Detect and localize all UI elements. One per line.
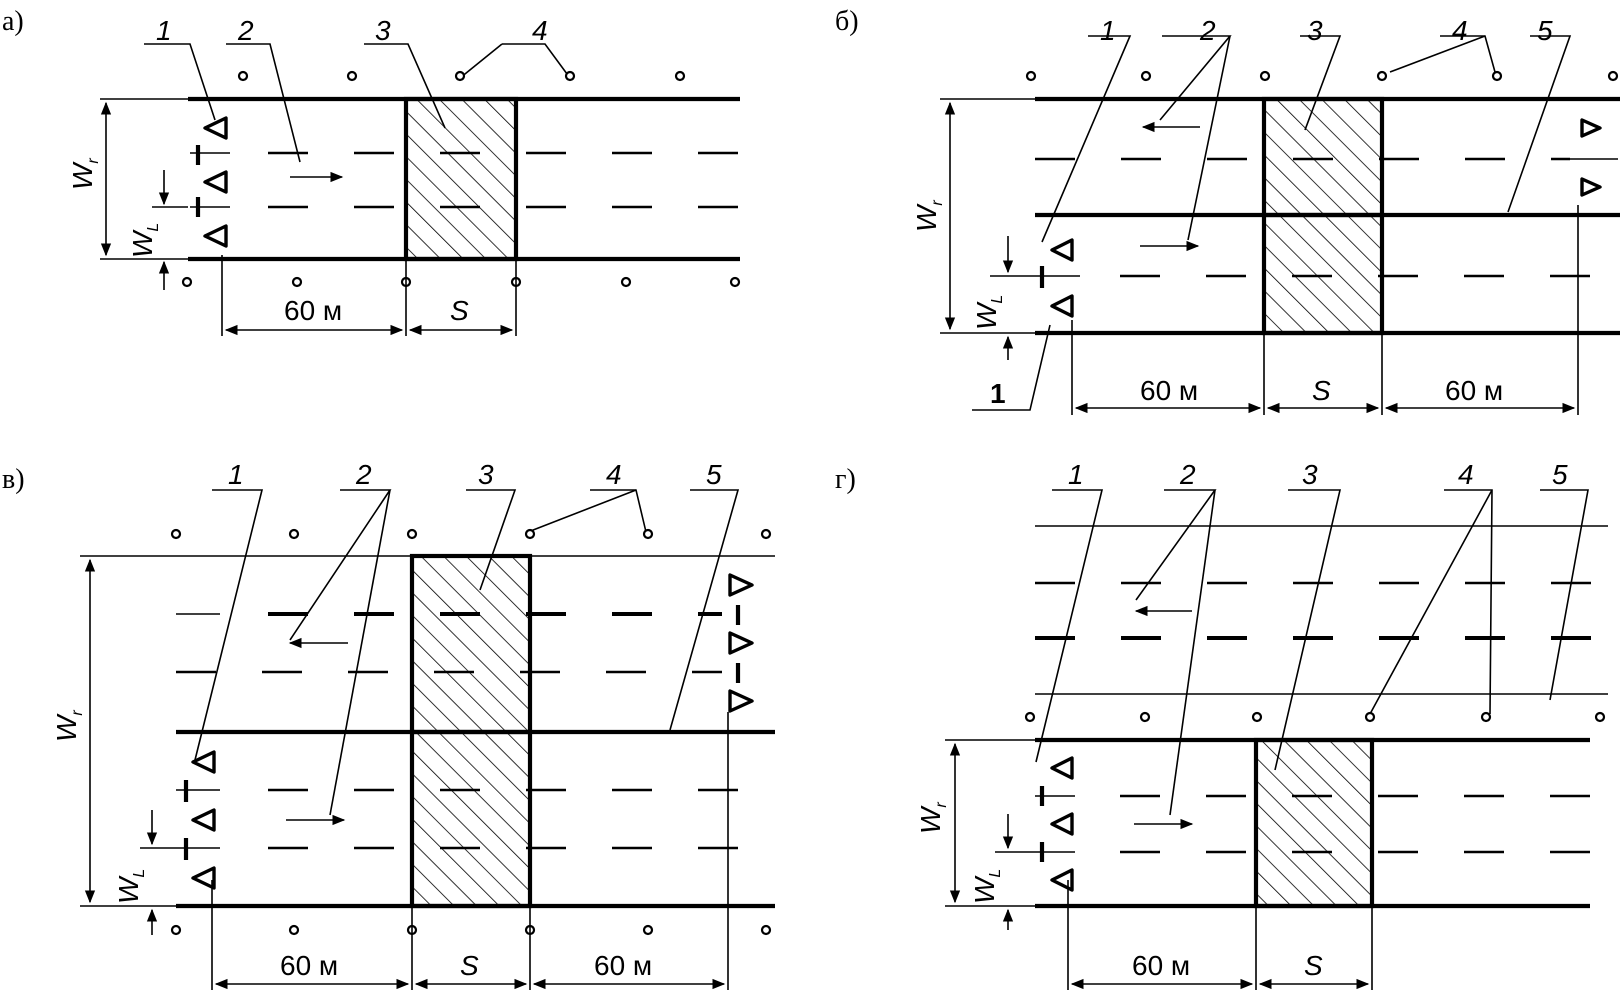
dimension-s: S bbox=[1312, 375, 1331, 406]
delineator-posts bbox=[170, 528, 772, 936]
callout-leaders bbox=[194, 489, 740, 816]
callout-1: 1 bbox=[1068, 459, 1084, 490]
dimension-60m-left: 60 м bbox=[280, 950, 338, 981]
panel-b-label: б) bbox=[835, 6, 859, 37]
callout-1-bottom: 1 bbox=[990, 378, 1006, 409]
callout-3: 3 bbox=[1307, 15, 1323, 46]
dimension-60m: 60 м bbox=[284, 295, 342, 326]
delineator-posts bbox=[1025, 70, 1619, 82]
dimension-wr: Wr bbox=[51, 710, 86, 742]
panel-a-label: а) bbox=[2, 6, 24, 37]
dimension-lines bbox=[940, 98, 1579, 415]
callout-2: 2 bbox=[1199, 15, 1216, 46]
dimension-60m: 60 м bbox=[1132, 950, 1190, 981]
callout-4: 4 bbox=[606, 459, 622, 490]
dimension-lines bbox=[100, 98, 517, 336]
dimension-lines bbox=[80, 555, 729, 990]
callout-5: 5 bbox=[706, 459, 722, 490]
callout-3: 3 bbox=[1302, 459, 1318, 490]
callout-2: 2 bbox=[1179, 459, 1196, 490]
dimension-60m-right: 60 м bbox=[1445, 375, 1503, 406]
cones bbox=[1039, 756, 1074, 892]
callout-2: 2 bbox=[355, 459, 372, 490]
callout-2: 2 bbox=[237, 15, 254, 46]
panel-c: в) 1 2 3 4 5 bbox=[2, 459, 775, 990]
callout-1: 1 bbox=[1100, 15, 1116, 46]
callout-5: 5 bbox=[1537, 15, 1553, 46]
panel-a: а) 1 2 3 4 bbox=[2, 6, 741, 336]
callout-3: 3 bbox=[478, 459, 494, 490]
dimension-wl: WL bbox=[969, 869, 1004, 904]
dimension-wl: WL bbox=[127, 223, 162, 258]
dimension-wr: Wr bbox=[911, 200, 946, 232]
callout-5: 5 bbox=[1552, 459, 1568, 490]
panel-d: г) 1 2 3 4 5 bbox=[835, 459, 1608, 990]
delineator-posts bbox=[1024, 711, 1606, 723]
dimension-wl: WL bbox=[971, 295, 1006, 330]
callout-3: 3 bbox=[375, 15, 391, 46]
dimension-lines bbox=[945, 739, 1373, 990]
panel-d-label: г) bbox=[835, 464, 856, 495]
work-zone bbox=[1253, 737, 1375, 909]
work-zone bbox=[403, 96, 519, 262]
dimension-s: S bbox=[450, 295, 469, 326]
callout-leaders bbox=[144, 43, 571, 163]
callout-1: 1 bbox=[228, 459, 244, 490]
callout-4: 4 bbox=[532, 15, 548, 46]
dimension-s: S bbox=[1304, 950, 1323, 981]
cones bbox=[1039, 118, 1602, 318]
panel-c-label: в) bbox=[2, 464, 25, 495]
cones bbox=[183, 573, 754, 890]
callout-4: 4 bbox=[1458, 459, 1474, 490]
dimension-60m-left: 60 м bbox=[1140, 375, 1198, 406]
dimension-s: S bbox=[460, 950, 479, 981]
callout-leaders bbox=[1035, 489, 1589, 816]
cones bbox=[195, 116, 228, 248]
callout-1: 1 bbox=[156, 15, 172, 46]
dimension-wr: Wr bbox=[67, 158, 102, 190]
dimension-wl: WL bbox=[113, 869, 148, 904]
callout-4: 4 bbox=[1452, 15, 1468, 46]
dimension-wr: Wr bbox=[915, 802, 950, 834]
dimension-60m-right: 60 м bbox=[594, 950, 652, 981]
panel-b: б) 1 2 3 4 5 bbox=[835, 6, 1620, 415]
